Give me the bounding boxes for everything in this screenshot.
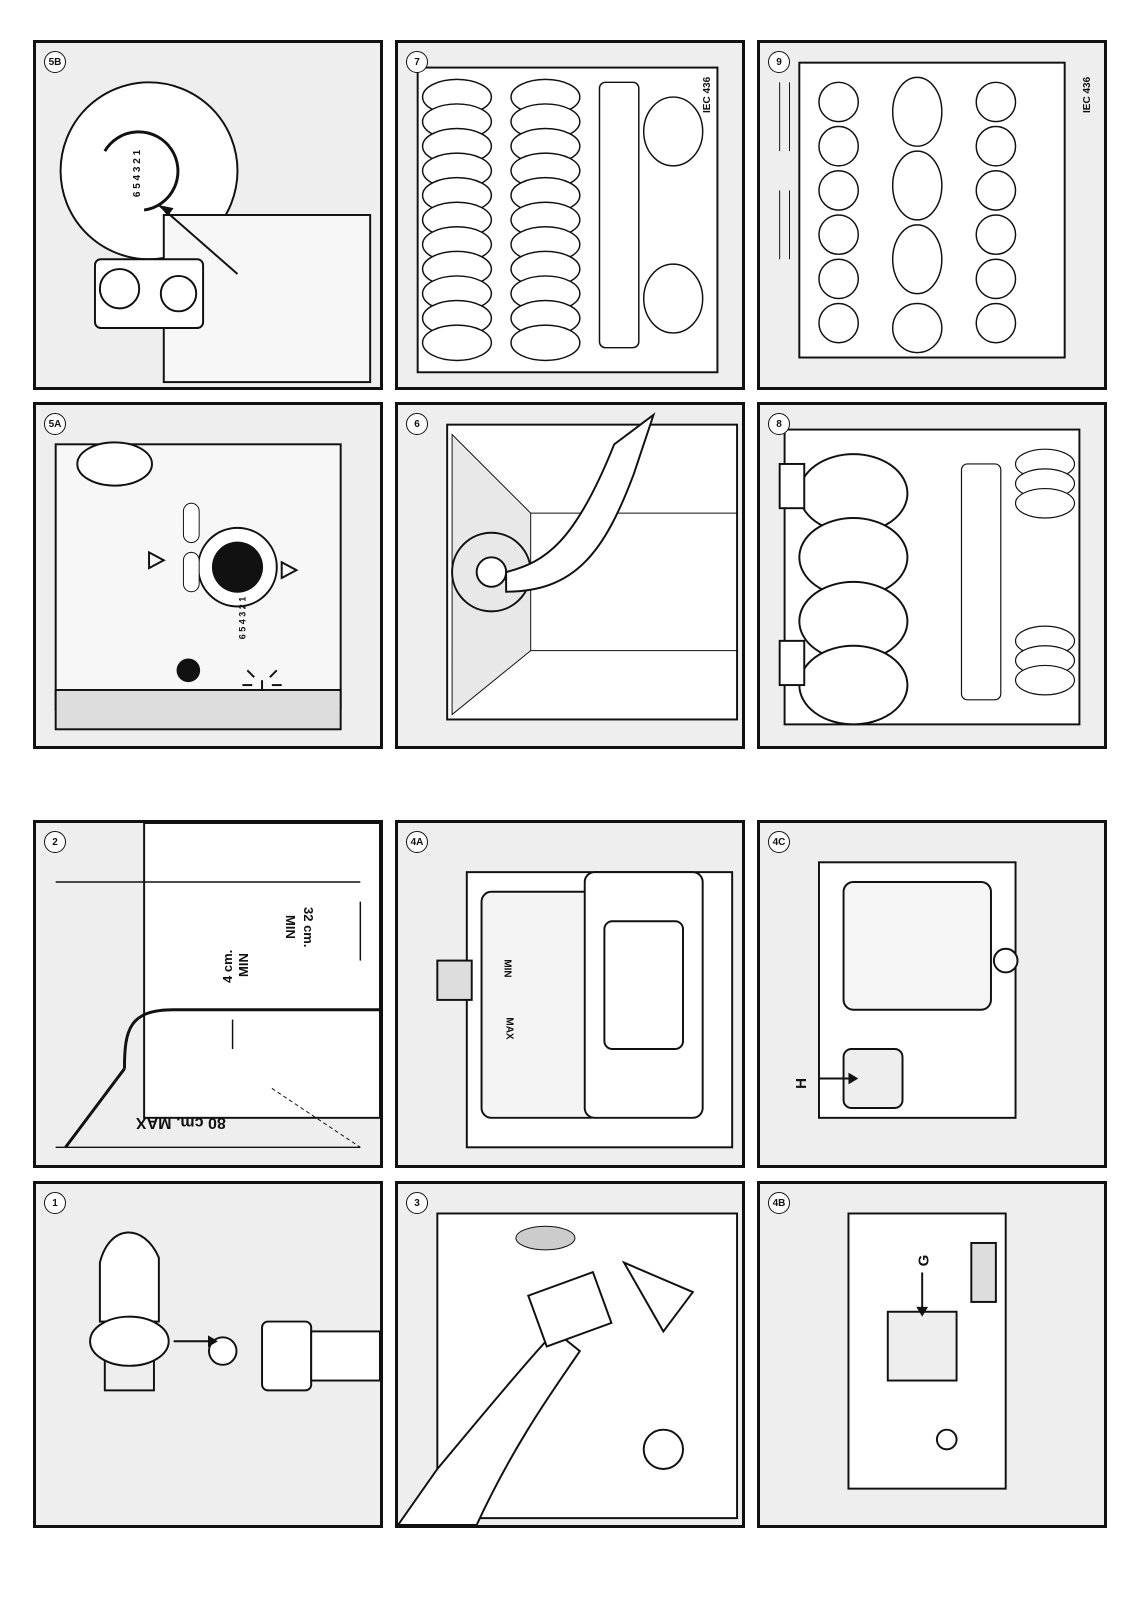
panel-number-badge: 9	[768, 51, 790, 73]
rinse-aid-dispenser-illustration	[436, 871, 734, 1149]
panel-number-badge: 5B	[44, 51, 66, 73]
panel-number-badge: 6	[406, 413, 428, 435]
min-height-min-label: MIN	[283, 915, 298, 939]
detergent-dispenser-dial-illustration	[54, 441, 342, 731]
min-level-label: MIN	[501, 959, 513, 978]
lower-basket-pots-illustration	[778, 428, 1081, 726]
dispenser-h-illustration	[818, 861, 1019, 1119]
compartment-h-label: H	[792, 1078, 810, 1089]
standard-label: IEC 436	[702, 76, 713, 113]
tap-connection-illustration	[89, 1231, 380, 1392]
panel-3: 3	[395, 1181, 745, 1528]
upper-basket-loading-illustration	[779, 61, 1066, 359]
min-gap-min-label: MIN	[236, 953, 251, 977]
panel-4c: 4C H	[757, 820, 1107, 1168]
standard-label: IEC 436	[1082, 76, 1093, 113]
panel-5a: 5A 6 5 4 3 2 1	[33, 402, 383, 749]
panel-number-badge: 4B	[768, 1192, 790, 1214]
compartment-g-label: G	[915, 1254, 933, 1267]
min-gap-label: 4 cm.	[220, 949, 235, 983]
drain-hose-height-illustration	[55, 823, 380, 1149]
dial-scale-label: 6 5 4 3 2 1	[132, 149, 144, 198]
panel-number-badge: 1	[44, 1192, 66, 1214]
max-level-label: MAX	[503, 1017, 515, 1040]
panel-5b: 5B 6 5 4 3 2 1	[33, 40, 383, 390]
lower-basket-loading-illustration	[416, 66, 719, 374]
dial-removal-illustration	[59, 81, 372, 384]
panel-6: 6	[395, 402, 745, 749]
salt-filling-illustration	[398, 1212, 739, 1525]
panel-number-badge: 4C	[768, 831, 790, 853]
spray-arm-filter-illustration	[446, 412, 739, 721]
panel-9: 9 IEC 436	[757, 40, 1107, 390]
dial-scale-label: 6 5 4 3 2 1	[237, 596, 248, 640]
panel-4b: 4B G	[757, 1181, 1107, 1528]
panel-number-badge: 3	[406, 1192, 428, 1214]
min-height-label: 32 cm.	[301, 907, 316, 948]
panel-4a: 4A MAX MIN	[395, 820, 745, 1168]
panel-7: 7 IEC 436	[395, 40, 745, 390]
panel-number-badge: 2	[44, 831, 66, 853]
panel-number-badge: 7	[406, 51, 428, 73]
panel-2: 2 80 cm. MAX 4 cm. MIN 32 cm. MIN	[33, 820, 383, 1168]
panel-1: 1	[33, 1181, 383, 1528]
panel-number-badge: 4A	[406, 831, 428, 853]
panel-8: 8	[757, 402, 1107, 749]
panel-number-badge: 5A	[44, 413, 66, 435]
detergent-compartment-illustration	[847, 1212, 1007, 1490]
max-height-label: 80 cm. MAX	[136, 1114, 226, 1131]
panel-number-badge: 8	[768, 413, 790, 435]
